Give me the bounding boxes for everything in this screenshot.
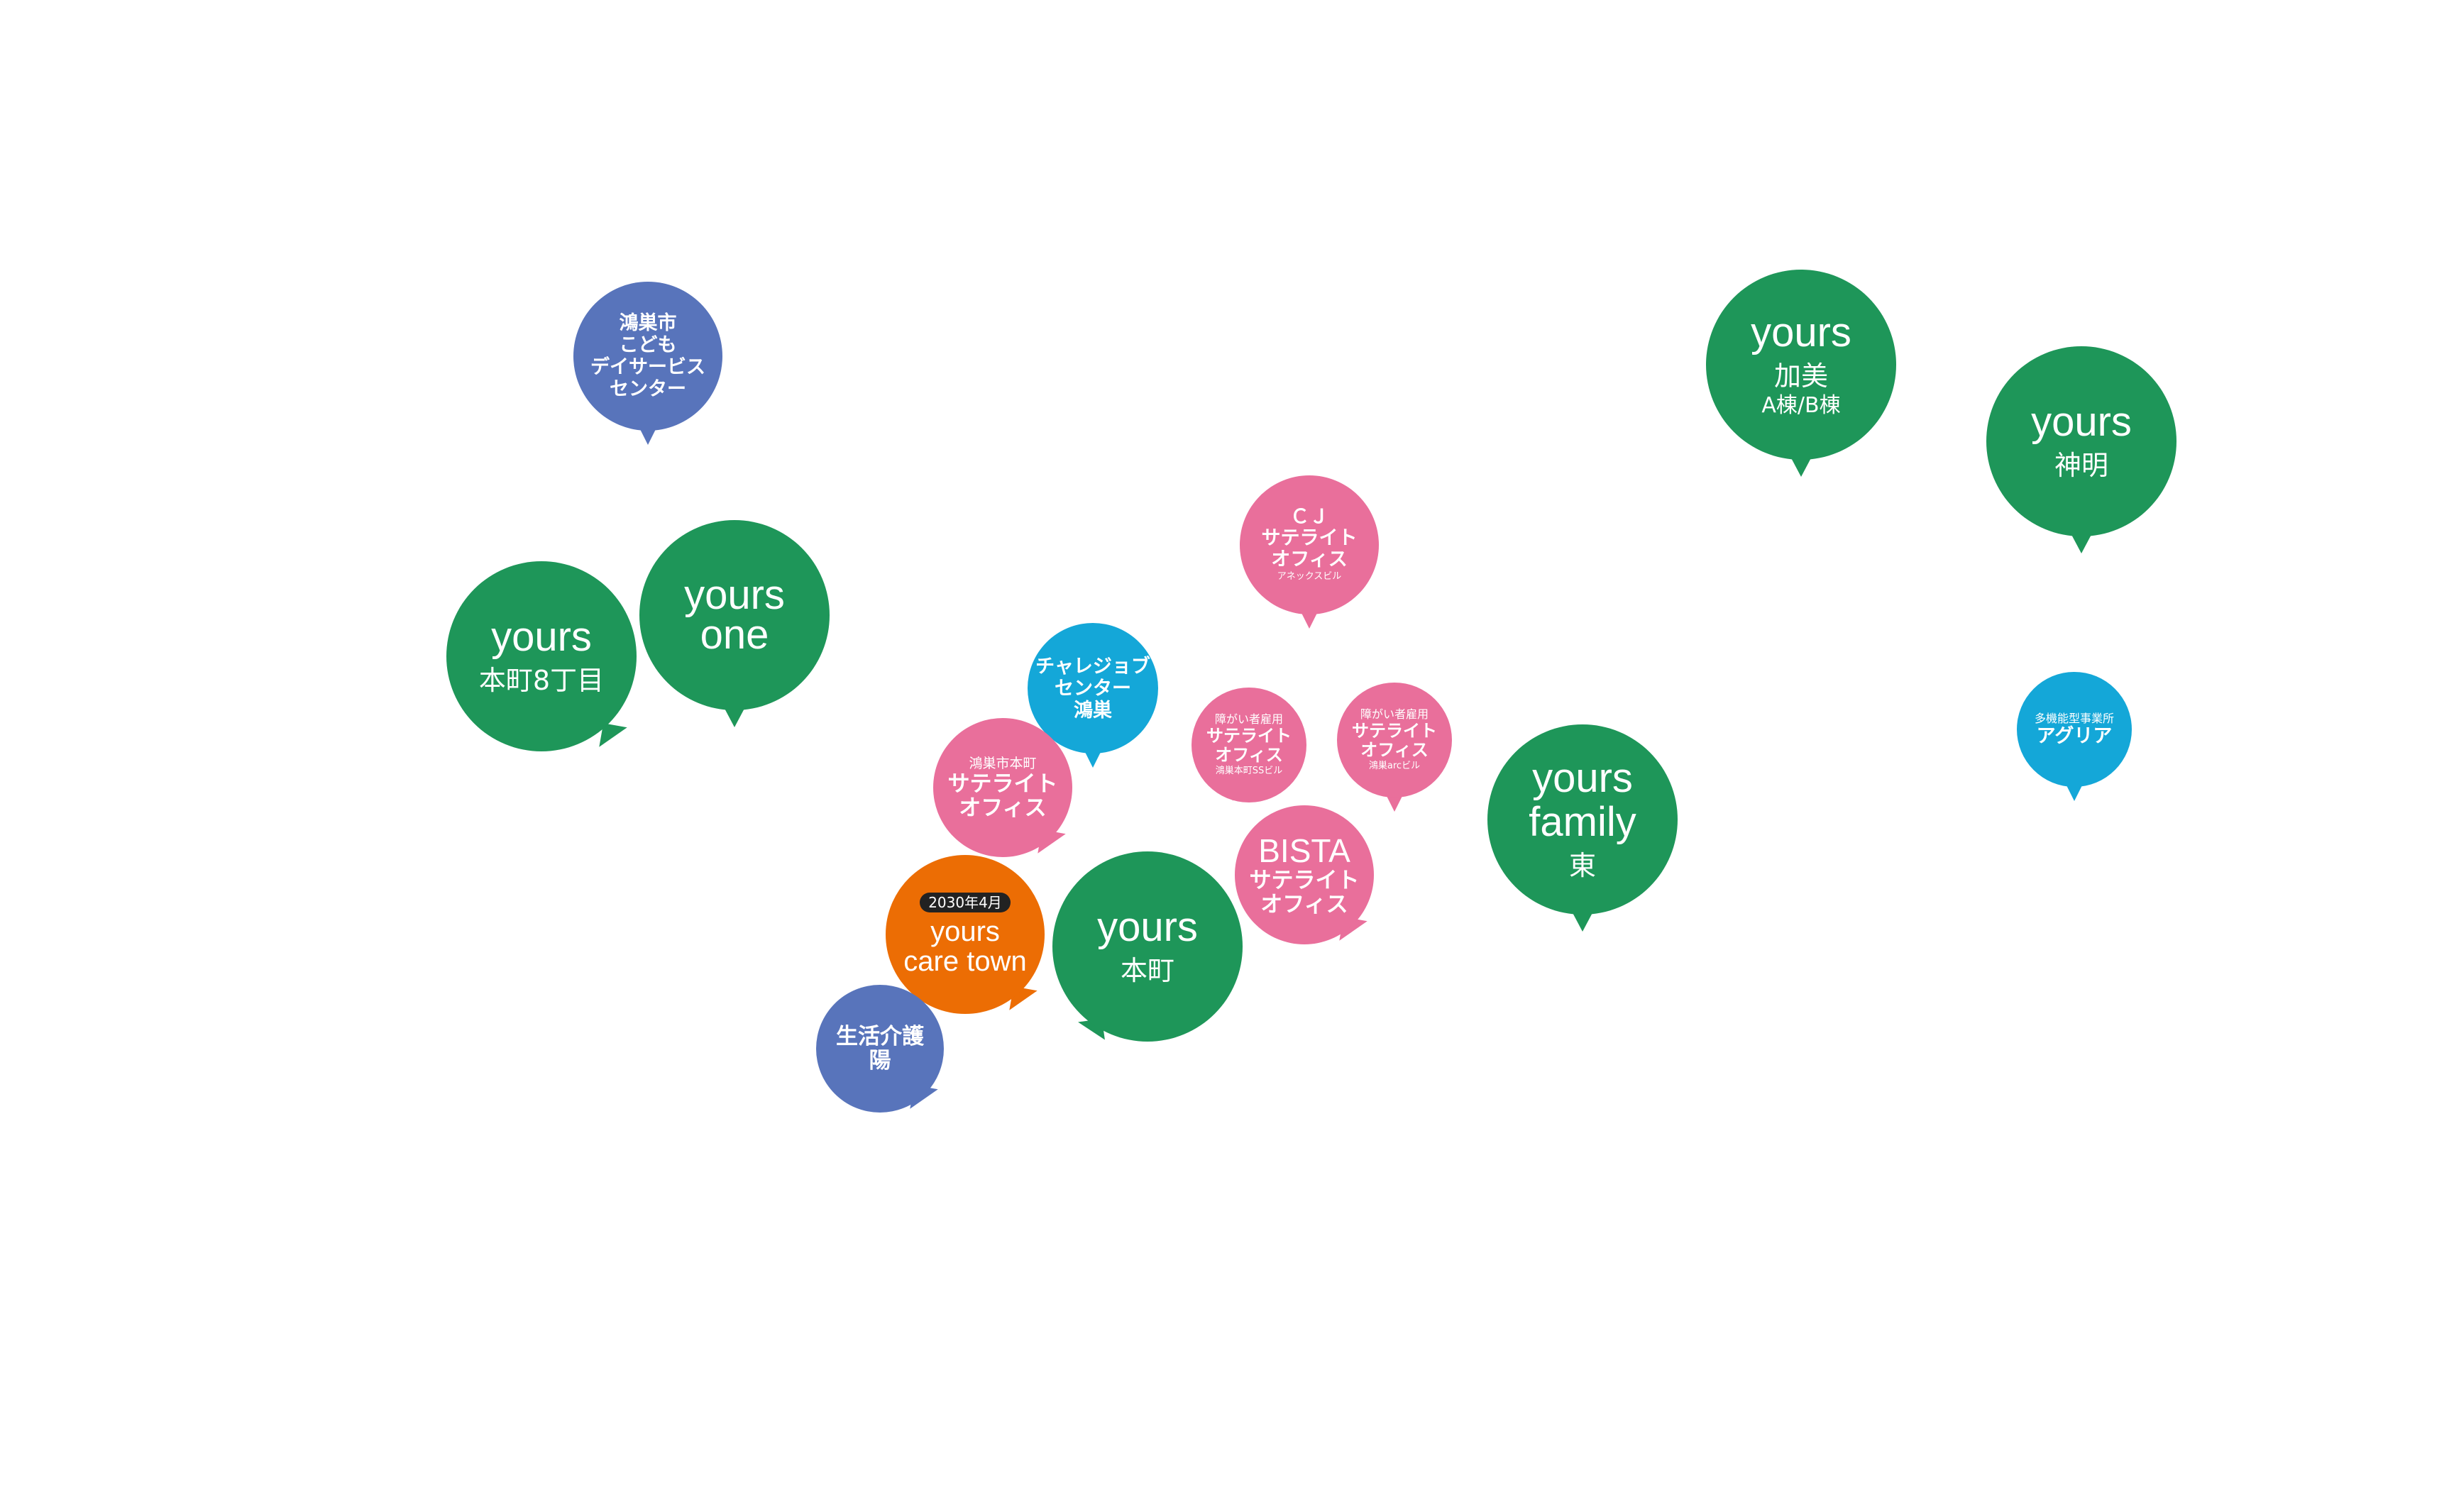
marker-label: デイサービス [590, 356, 705, 378]
marker-title: yours [2031, 399, 2132, 445]
marker-label: こども [619, 334, 677, 356]
marker-agria[interactable]: 多機能型事業所 アグリア [2017, 672, 2132, 801]
marker-bubble: 生活介護 陽 [816, 985, 944, 1113]
marker-honcho-satellite-office[interactable]: 鴻巣市本町 サテライト オフィス [933, 718, 1072, 858]
marker-bista-satellite-office[interactable]: BISTA サテライト オフィス [1235, 805, 1374, 945]
marker-label: オフィス [959, 795, 1047, 821]
marker-label: 神明 [2054, 450, 2108, 481]
marker-label: オフィス [1215, 745, 1283, 765]
marker-title: yours [684, 572, 785, 618]
marker-title: yours [1097, 904, 1198, 950]
marker-disability-satellite-office-arc[interactable]: 障がい者雇用 サテライト オフィス 鴻巣arcビル [1337, 683, 1452, 812]
marker-bubble: 障がい者雇用 サテライト オフィス 鴻巣本町SSビル [1192, 688, 1306, 802]
marker-sublabel: A棟/B棟 [1761, 393, 1841, 418]
marker-label: アグリア [2036, 725, 2113, 747]
marker-yours-family[interactable]: yours family 東 [1487, 724, 1678, 932]
marker-yours-kami[interactable]: yours 加美 A棟/B棟 [1706, 270, 1896, 477]
marker-cj-satellite-office[interactable]: ＣＪ サテライト オフィス アネックスビル [1240, 475, 1379, 629]
marker-kodomo-day-service[interactable]: 鴻巣市 こども デイサービス センター [573, 282, 722, 445]
marker-label: care town [903, 946, 1027, 977]
marker-title: yours [1532, 755, 1633, 801]
marker-label: サテライト [1352, 721, 1437, 741]
marker-label: サテライト [1206, 726, 1292, 746]
marker-label: one [700, 612, 769, 658]
marker-challenge-job-center[interactable]: チャレジョブ センター 鴻巣 [1028, 623, 1158, 768]
marker-label: 鴻巣 [1074, 699, 1112, 722]
marker-label: 本町8丁目 [478, 665, 605, 696]
marker-bubble: yours 本町8丁目 [446, 561, 637, 751]
marker-label: 鴻巣市 [619, 312, 677, 334]
marker-label: サテライト [1249, 868, 1360, 893]
marker-bubble: 2030年4月 yours care town [886, 855, 1045, 1014]
marker-bubble: yours 加美 A棟/B棟 [1706, 270, 1896, 460]
marker-label: オフィス [1360, 740, 1429, 760]
marker-bubble: 鴻巣市 こども デイサービス センター [573, 282, 722, 431]
marker-label: オフィス [1271, 548, 1348, 570]
marker-sublabel: 鴻巣arcビル [1368, 761, 1421, 771]
marker-label: サテライト [947, 771, 1058, 797]
marker-label: 障がい者雇用 [1214, 712, 1283, 726]
marker-sublabel: 鴻巣本町SSビル [1215, 766, 1283, 776]
marker-label: 加美 [1773, 360, 1828, 392]
marker-label: 鴻巣市本町 [969, 756, 1037, 771]
marker-title: BISTA [1258, 832, 1350, 869]
marker-disability-satellite-office-ss[interactable]: 障がい者雇用 サテライト オフィス 鴻巣本町SSビル [1192, 688, 1306, 805]
marker-bubble: yours 神明 [1986, 346, 2176, 536]
marker-bubble: yours family 東 [1487, 724, 1678, 915]
marker-bubble: BISTA サテライト オフィス [1235, 805, 1374, 944]
marker-yours-honcho-8chome[interactable]: yours 本町8丁目 [446, 561, 637, 752]
marker-label: 障がい者雇用 [1360, 707, 1429, 721]
marker-label: センター [610, 378, 686, 400]
marker-yours-one[interactable]: yours one [639, 520, 830, 727]
marker-label: 本町 [1120, 955, 1174, 986]
marker-title: yours [930, 916, 1000, 947]
marker-label: オフィス [1260, 892, 1348, 917]
marker-label: 多機能型事業所 [2034, 712, 2114, 725]
marker-bubble: yours one [639, 520, 830, 710]
marker-bubble: チャレジョブ センター 鴻巣 [1028, 623, 1158, 754]
marker-yours-honcho[interactable]: yours 本町 [1052, 851, 1243, 1044]
opening-date-badge: 2030年4月 [920, 893, 1011, 912]
marker-yours-care-town[interactable]: 2030年4月 yours care town [886, 855, 1045, 1015]
marker-label: センター [1055, 677, 1131, 700]
marker-bubble: 鴻巣市本町 サテライト オフィス [933, 718, 1072, 857]
marker-label: チャレジョブ [1035, 655, 1150, 678]
marker-bubble: ＣＪ サテライト オフィス アネックスビル [1240, 475, 1379, 614]
marker-seikatsu-kaigo-hinata[interactable]: 生活介護 陽 [816, 985, 944, 1113]
marker-label: family [1529, 799, 1636, 845]
marker-label: 陽 [869, 1048, 891, 1074]
marker-bubble: yours 本町 [1052, 851, 1243, 1042]
marker-title: yours [1751, 309, 1851, 355]
marker-bubble: 多機能型事業所 アグリア [2017, 672, 2132, 787]
marker-yours-shinmei[interactable]: yours 神明 [1986, 346, 2176, 553]
marker-title: yours [491, 614, 592, 660]
marker-bubble: 障がい者雇用 サテライト オフィス 鴻巣arcビル [1337, 683, 1452, 798]
marker-label: 生活介護 [836, 1024, 924, 1049]
marker-sublabel: アネックスビル [1277, 571, 1342, 582]
marker-label: ＣＪ [1290, 506, 1328, 528]
marker-label: サテライト [1261, 527, 1358, 549]
marker-label: 東 [1568, 850, 1596, 881]
